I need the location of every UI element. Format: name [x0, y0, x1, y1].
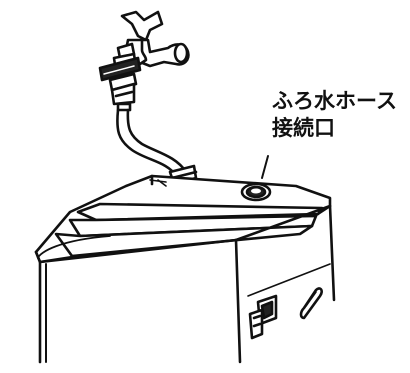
side-slot [299, 287, 323, 320]
hose-port-label-line2: 接続口 [272, 116, 335, 140]
hose-port-label: ふろ水ホース 接続口 [272, 88, 397, 142]
washing-machine-icon [34, 174, 336, 364]
hose-port-label-line1: ふろ水ホース [272, 89, 397, 113]
side-latch [248, 294, 278, 340]
faucet-icon [98, 10, 190, 112]
hose-port-icon [240, 155, 272, 202]
